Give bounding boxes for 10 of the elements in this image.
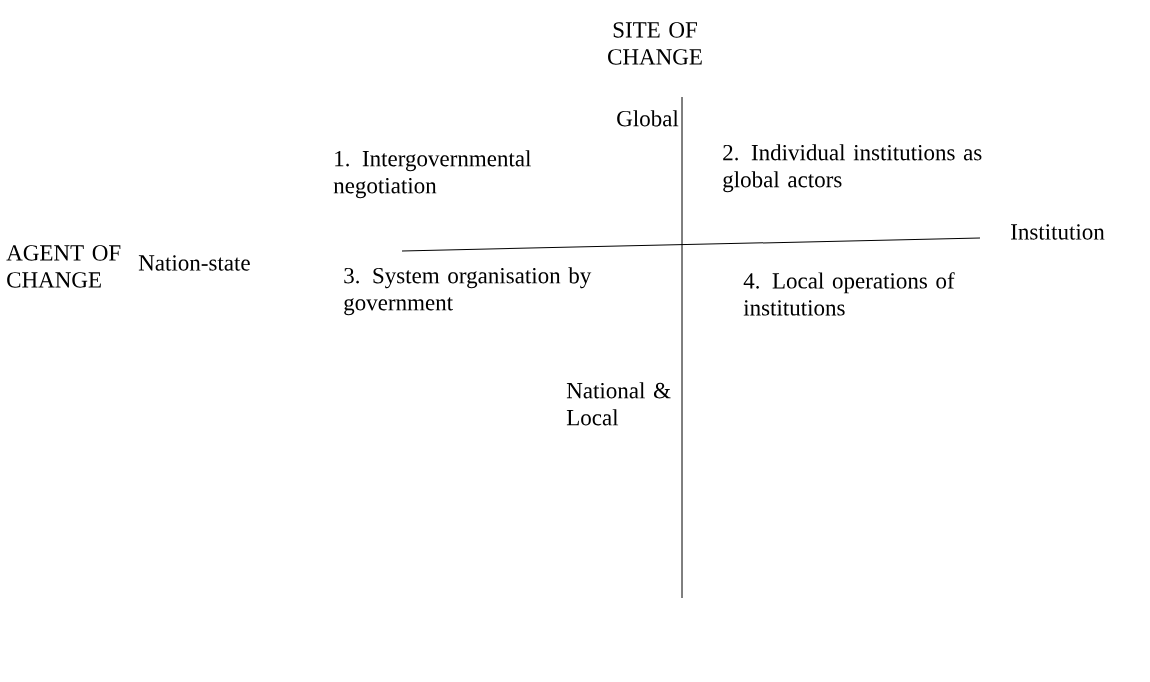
quadrant-label: 3. System organisation by government (344, 267, 592, 316)
axis-end-label: Nation-state (138, 255, 250, 271)
quadrant-label: 4. Local operations of institutions (743, 272, 955, 316)
axis-end-label: Institution (1011, 224, 1105, 240)
axis-end-label: National & Local (566, 382, 671, 426)
quadrant-label: 1. Intergovernmental negotiation (333, 150, 531, 199)
axis-title: AGENT OF CHANGE (6, 245, 121, 288)
axis-title: SITE OF CHANGE (608, 22, 702, 65)
quadrant-label: 2. Individual institutions as global actors (723, 144, 982, 193)
axis-end-label: Global (617, 110, 679, 127)
